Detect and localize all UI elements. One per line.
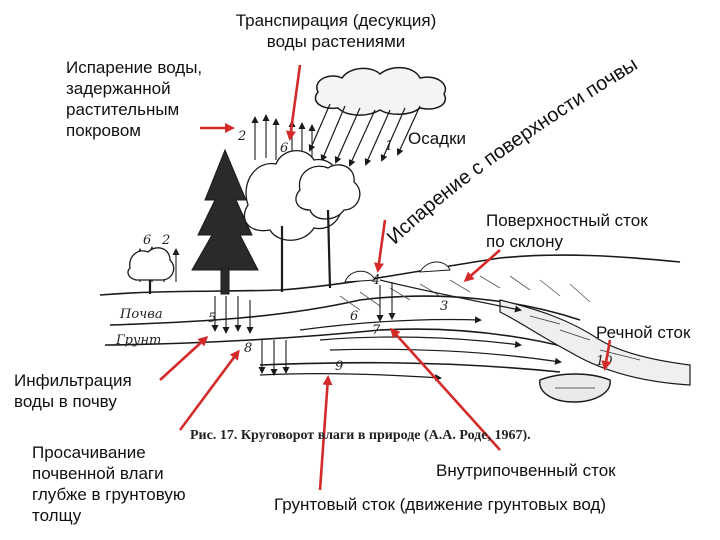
transpiration-label: Транспирация (десукция) воды растениями xyxy=(235,11,437,51)
canopy-evaporation-label: Испарение воды, задержанной растительным… xyxy=(66,58,203,140)
infiltration-arrows xyxy=(211,282,396,376)
pointer-river xyxy=(601,339,612,371)
num-5: 5 xyxy=(208,311,216,326)
subsurface-flow-arrows xyxy=(259,279,562,382)
num-6a: 6 xyxy=(280,141,288,156)
deciduous-trees xyxy=(127,150,361,281)
soil-label: Почва xyxy=(119,307,163,322)
num-7: 7 xyxy=(372,323,381,338)
pointer-infiltration xyxy=(159,335,209,381)
subsurface-runoff-label: Внутрипочвенный сток xyxy=(436,461,616,480)
pointer-surface-runoff xyxy=(463,249,501,282)
surface-runoff-label: Поверхностный сток по склону xyxy=(486,211,648,251)
river-runoff-label: Речной сток xyxy=(596,323,691,342)
num-3: 3 xyxy=(440,299,448,314)
pointer-seepage xyxy=(178,349,240,431)
num-6b: 6 xyxy=(143,233,151,248)
pointer-subsurface xyxy=(389,327,501,451)
ground-label: Грунт xyxy=(115,333,161,348)
num-9: 9 xyxy=(335,359,343,374)
figure-caption: Рис. 17. Круговорот влаги в природе (А.А… xyxy=(190,428,531,443)
pointer-arrows xyxy=(159,64,612,491)
scene-annotations: 1 2 3 4 5 6 6 6 7 8 9 10 2 Почва Грунт xyxy=(115,129,613,374)
pointer-groundwater xyxy=(318,375,333,491)
seepage-label: Просачивание почвенной влаги глубже в гр… xyxy=(32,443,186,525)
grass-bushes xyxy=(344,261,451,283)
groundwater-runoff-label: Грунтовый сток (движение грунтовых вод) xyxy=(274,495,607,514)
num-2b: 2 xyxy=(161,233,170,248)
river xyxy=(499,299,691,403)
pointer-transpiration xyxy=(285,64,302,141)
rain-cloud xyxy=(314,66,447,116)
num-4: 4 xyxy=(371,273,380,288)
rain-arrows xyxy=(308,103,421,167)
num-2: 2 xyxy=(237,129,246,144)
precipitation-label: Осадки xyxy=(408,129,467,148)
tree-trunks xyxy=(148,209,332,294)
soil-hatching xyxy=(339,275,591,311)
conifer-tree xyxy=(191,148,259,295)
pointer-evap-surface xyxy=(374,219,387,273)
num-1: 1 xyxy=(385,139,393,154)
infiltration-label: Инфильтрация воды в почву xyxy=(14,371,132,411)
num-8: 8 xyxy=(244,341,252,356)
num-6c: 6 xyxy=(350,309,358,324)
